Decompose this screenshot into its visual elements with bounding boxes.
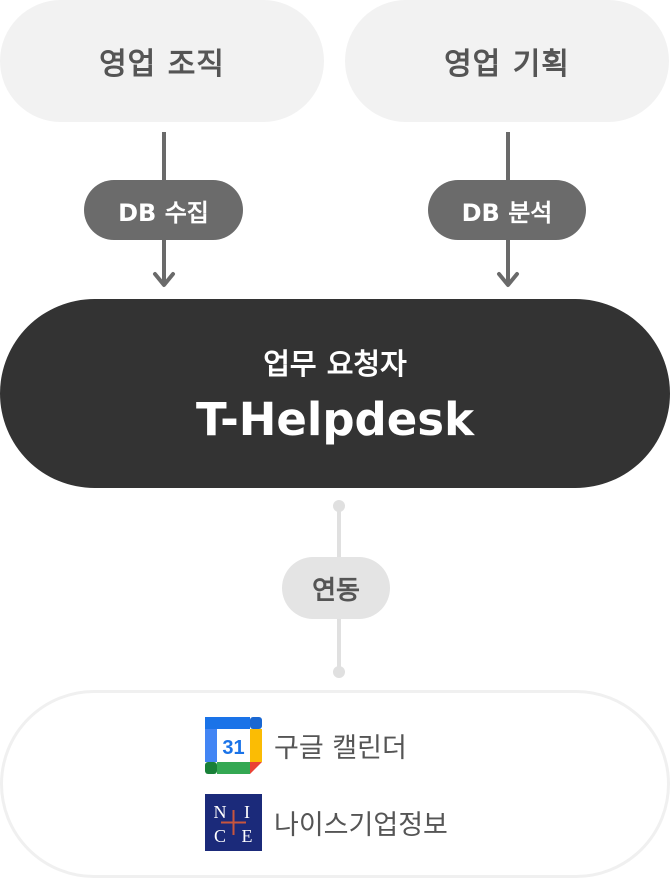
svg-text:N: N bbox=[214, 802, 227, 822]
google-calendar-icon: 31 bbox=[205, 717, 262, 774]
integrations-box bbox=[0, 690, 670, 878]
sales-organization-pill: 영업 조직 bbox=[0, 0, 324, 122]
integration-nice: N I C E 나이스기업정보 bbox=[205, 794, 448, 851]
sales-planning-pill: 영업 기획 bbox=[345, 0, 669, 122]
t-helpdesk-title: T-Helpdesk bbox=[195, 393, 475, 446]
link-bottom-dot bbox=[333, 666, 345, 678]
left-arrow-head-icon bbox=[153, 272, 175, 287]
requester-subtitle: 업무 요청자 bbox=[263, 347, 407, 381]
db-analysis-tag: DB 분석 bbox=[428, 180, 586, 240]
t-helpdesk-pill: 업무 요청자 T-Helpdesk bbox=[0, 299, 670, 488]
svg-text:C: C bbox=[214, 826, 226, 846]
google-calendar-label: 구글 캘린더 bbox=[274, 733, 407, 764]
sales-planning-label: 영업 기획 bbox=[444, 47, 570, 82]
svg-text:E: E bbox=[242, 826, 253, 846]
sales-organization-label: 영업 조직 bbox=[99, 47, 225, 82]
integration-google-calendar: 31 구글 캘린더 bbox=[205, 717, 407, 774]
nice-label: 나이스기업정보 bbox=[274, 810, 448, 841]
integration-label: 연동 bbox=[312, 575, 360, 606]
link-lower-line bbox=[337, 619, 341, 671]
db-analysis-label: DB 분석 bbox=[461, 198, 553, 227]
db-collection-label: DB 수집 bbox=[118, 198, 209, 227]
db-collection-tag: DB 수집 bbox=[84, 180, 243, 240]
svg-text:31: 31 bbox=[222, 737, 244, 759]
svg-text:I: I bbox=[244, 802, 250, 822]
right-arrow-head-icon bbox=[497, 272, 519, 287]
link-upper-line bbox=[337, 506, 341, 558]
integration-tag: 연동 bbox=[282, 557, 390, 619]
nice-logo-icon: N I C E bbox=[205, 794, 262, 851]
